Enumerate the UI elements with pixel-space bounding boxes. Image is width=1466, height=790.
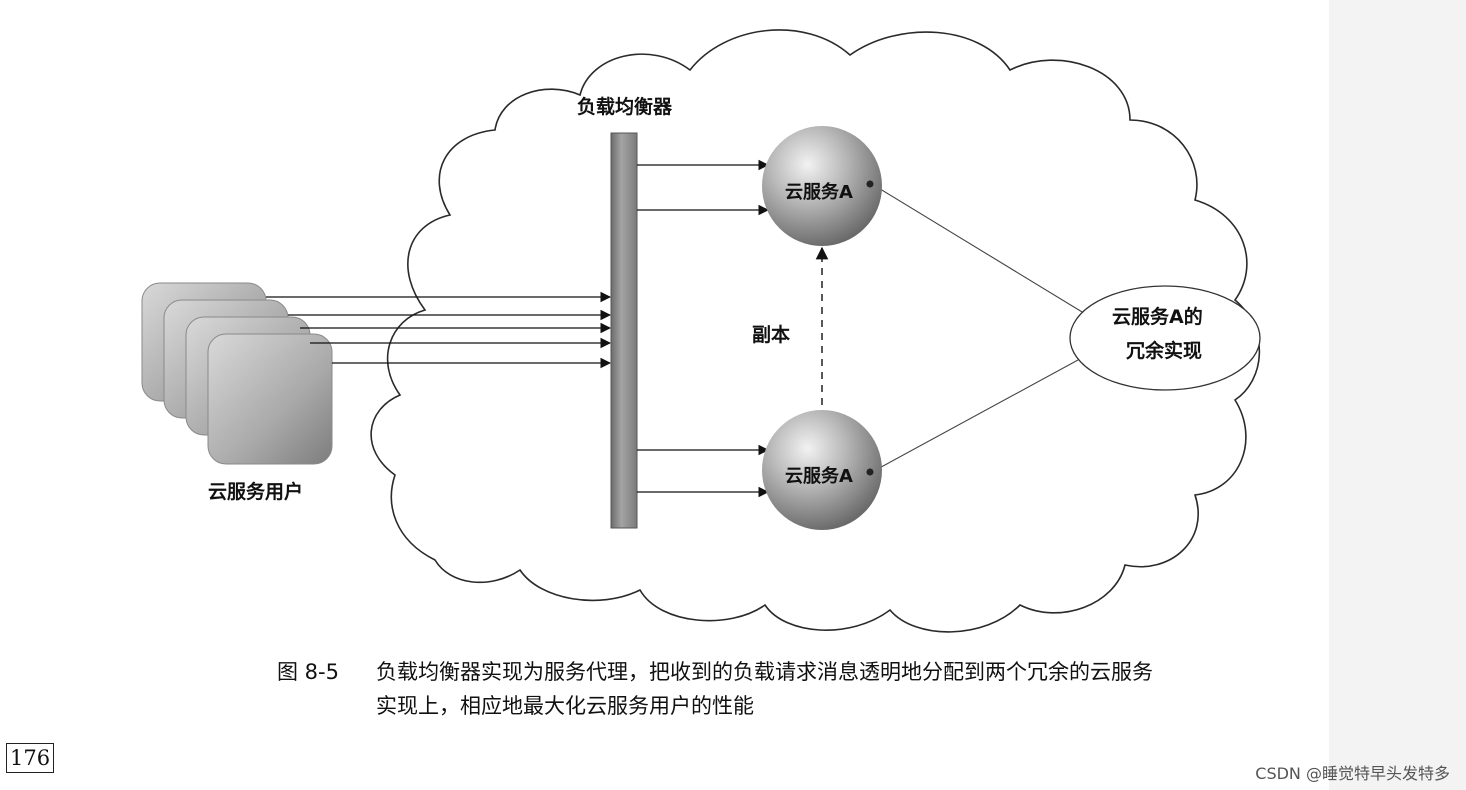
service-to-redundancy-lines	[871, 183, 1093, 473]
redundant-implementation-ellipse	[1069, 285, 1261, 391]
cloud-service-users-icon	[141, 282, 333, 465]
cloud-shape	[370, 29, 1261, 633]
user-request-arrows	[266, 291, 612, 369]
figure-number: 图 8-5	[277, 660, 339, 684]
service-bottom-label: 云服务A	[785, 466, 853, 487]
replica-label: 副本	[752, 324, 791, 346]
page-edge-background	[1329, 0, 1466, 790]
connector-dot	[866, 468, 874, 476]
cloud-service-a-bottom-sphere	[762, 410, 882, 530]
connector-dot	[866, 180, 874, 188]
load-balancer-label: 负载均衡器	[577, 96, 673, 118]
redundant-label-line2: 冗余实现	[1126, 340, 1203, 362]
caption-text: 负载均衡器实现为服务代理，把收到的负载请求消息透明地分配到两个冗余的云服务实现上…	[376, 660, 1153, 718]
balancer-to-service-arrows	[637, 159, 770, 498]
load-balancer-bar	[610, 132, 638, 529]
watermark: CSDN @睡觉特早头发特多	[1255, 764, 1450, 783]
page-number: 176	[6, 743, 55, 773]
cloud-users-label: 云服务用户	[208, 481, 304, 503]
cloud-service-a-top-sphere	[762, 126, 882, 246]
redundant-label-line1: 云服务A的	[1112, 306, 1203, 328]
service-top-label: 云服务A	[785, 182, 853, 203]
load-balancer-diagram	[141, 29, 1261, 633]
